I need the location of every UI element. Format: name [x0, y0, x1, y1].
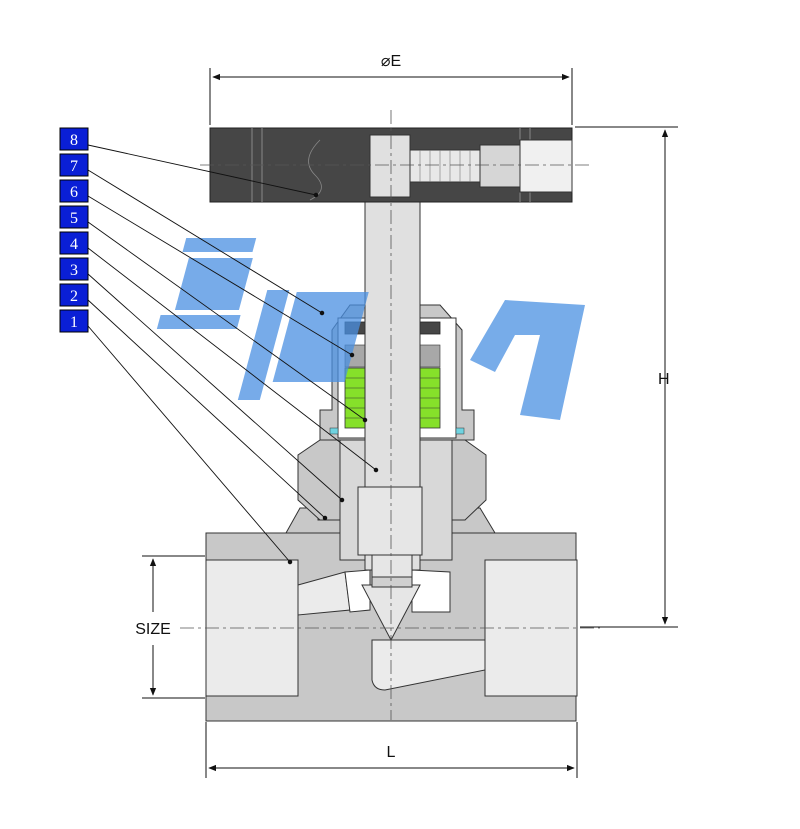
part-tags: 8 7 6 5 4 3 2 1: [59, 127, 89, 333]
svg-text:6: 6: [70, 184, 78, 201]
svg-text:2: 2: [70, 288, 78, 305]
part-tag-2: 2: [59, 283, 89, 307]
part-tag-5: 5: [59, 205, 89, 229]
svg-text:4: 4: [70, 236, 78, 253]
svg-text:5: 5: [70, 210, 78, 227]
part-tag-8: 8: [59, 127, 89, 151]
part-tag-6: 6: [59, 179, 89, 203]
dimension-label-size: SIZE: [135, 621, 171, 638]
outlet-passage: [371, 639, 486, 691]
centerlines: [180, 110, 600, 720]
svg-text:8: 8: [70, 132, 78, 149]
part-tag-1: 1: [59, 309, 89, 333]
svg-text:3: 3: [70, 262, 78, 279]
dimension-lines: [142, 68, 678, 778]
part-tag-4: 4: [59, 231, 89, 255]
stem: [357, 194, 423, 642]
dimension-label-l: L: [387, 744, 396, 761]
part-tag-3: 3: [59, 257, 89, 281]
dimension-label-e: ⌀E: [381, 53, 401, 70]
part-tag-7: 7: [59, 153, 89, 177]
leader-lines: [87, 144, 379, 565]
svg-text:1: 1: [70, 314, 78, 331]
dimension-label-h: H: [658, 371, 670, 388]
company-logo-watermark: [156, 238, 585, 420]
svg-text:7: 7: [70, 158, 78, 175]
